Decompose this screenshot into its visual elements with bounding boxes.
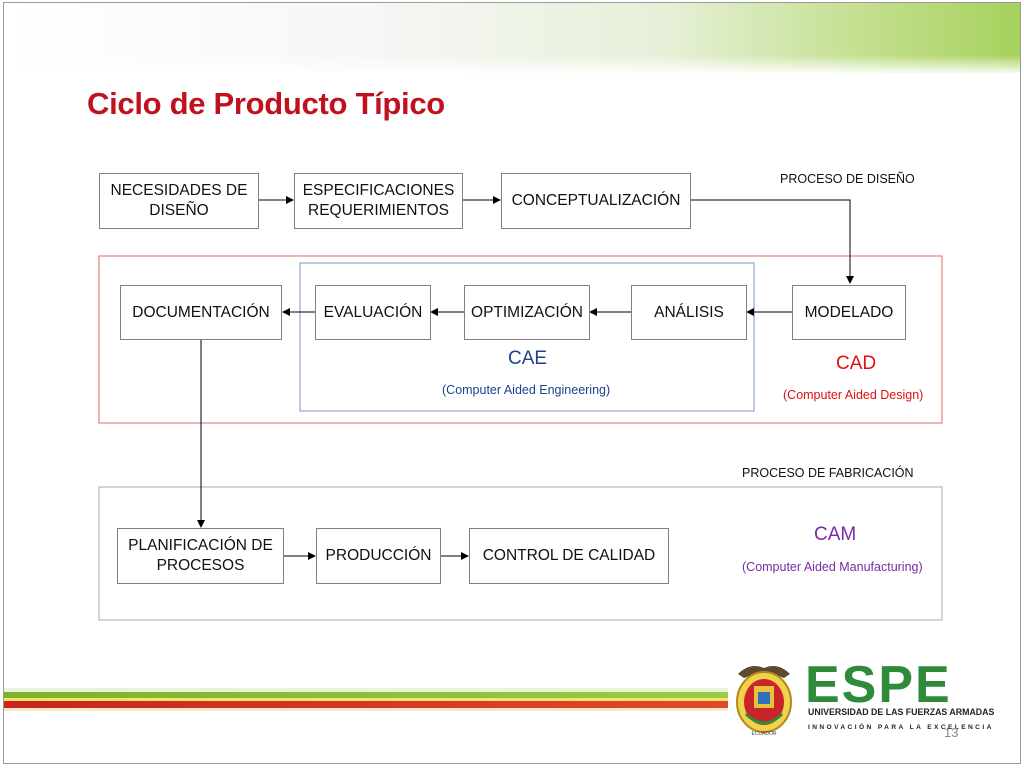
box-produccion: PRODUCCIÓN — [316, 528, 441, 584]
cad-acronym: CAD — [836, 353, 877, 374]
cam-full-name: (Computer Aided Manufacturing) — [742, 560, 923, 574]
cae-full-name: (Computer Aided Engineering) — [442, 383, 611, 397]
espe-university-name: UNIVERSIDAD DE LAS FUERZAS ARMADAS — [808, 707, 995, 717]
arrow-conceptualizacion-modelado — [691, 199, 854, 284]
footer-stripe — [4, 688, 728, 714]
box-planificacion-procesos: PLANIFICACIÓN DE PROCESOS — [117, 528, 284, 584]
box-optimizacion: OPTIMIZACIÓN — [464, 285, 590, 340]
espe-motto: INNOVACIÓN PARA LA EXCELENCIA — [808, 722, 994, 731]
proceso-fabricacion-label: PROCESO DE FABRICACIÓN — [742, 466, 914, 480]
cae-acronym: CAE — [508, 348, 548, 369]
box-documentacion: DOCUMENTACIÓN — [120, 285, 282, 340]
box-conceptualizacion: CONCEPTUALIZACIÓN — [501, 173, 691, 229]
cam-acronym: CAM — [814, 524, 857, 545]
page-number: 13 — [944, 725, 959, 740]
espe-seal-icon — [736, 666, 792, 733]
cae-region — [299, 262, 755, 412]
design-region — [98, 255, 943, 424]
proceso-diseno-label: PROCESO DE DISEÑO — [780, 172, 915, 186]
box-necesidades-diseno: NECESIDADES DE DISEÑO — [99, 173, 259, 229]
box-modelado: MODELADO — [792, 285, 906, 340]
slide-title: Ciclo de Producto Típico — [87, 86, 445, 121]
box-analisis: ANÁLISIS — [631, 285, 747, 340]
cad-full-name: (Computer Aided Design) — [783, 388, 924, 402]
box-control-calidad: CONTROL DE CALIDAD — [469, 528, 669, 584]
box-especificaciones: ESPECIFICACIONES REQUERIMIENTOS — [294, 173, 463, 229]
slide-frame — [3, 2, 1021, 764]
manufacturing-region — [98, 486, 943, 621]
header-gradient-band — [4, 3, 1020, 73]
espe-wordmark: ESPE — [805, 656, 952, 714]
svg-text:ECUADOR: ECUADOR — [751, 731, 776, 737]
box-evaluacion: EVALUACIÓN — [315, 285, 431, 340]
espe-logo: ECUADOR ESPE UNIVERSIDAD DE LAS FUERZAS … — [730, 652, 1010, 742]
espe-logo-graphic: ECUADOR ESPE UNIVERSIDAD DE LAS FUERZAS … — [736, 656, 995, 737]
